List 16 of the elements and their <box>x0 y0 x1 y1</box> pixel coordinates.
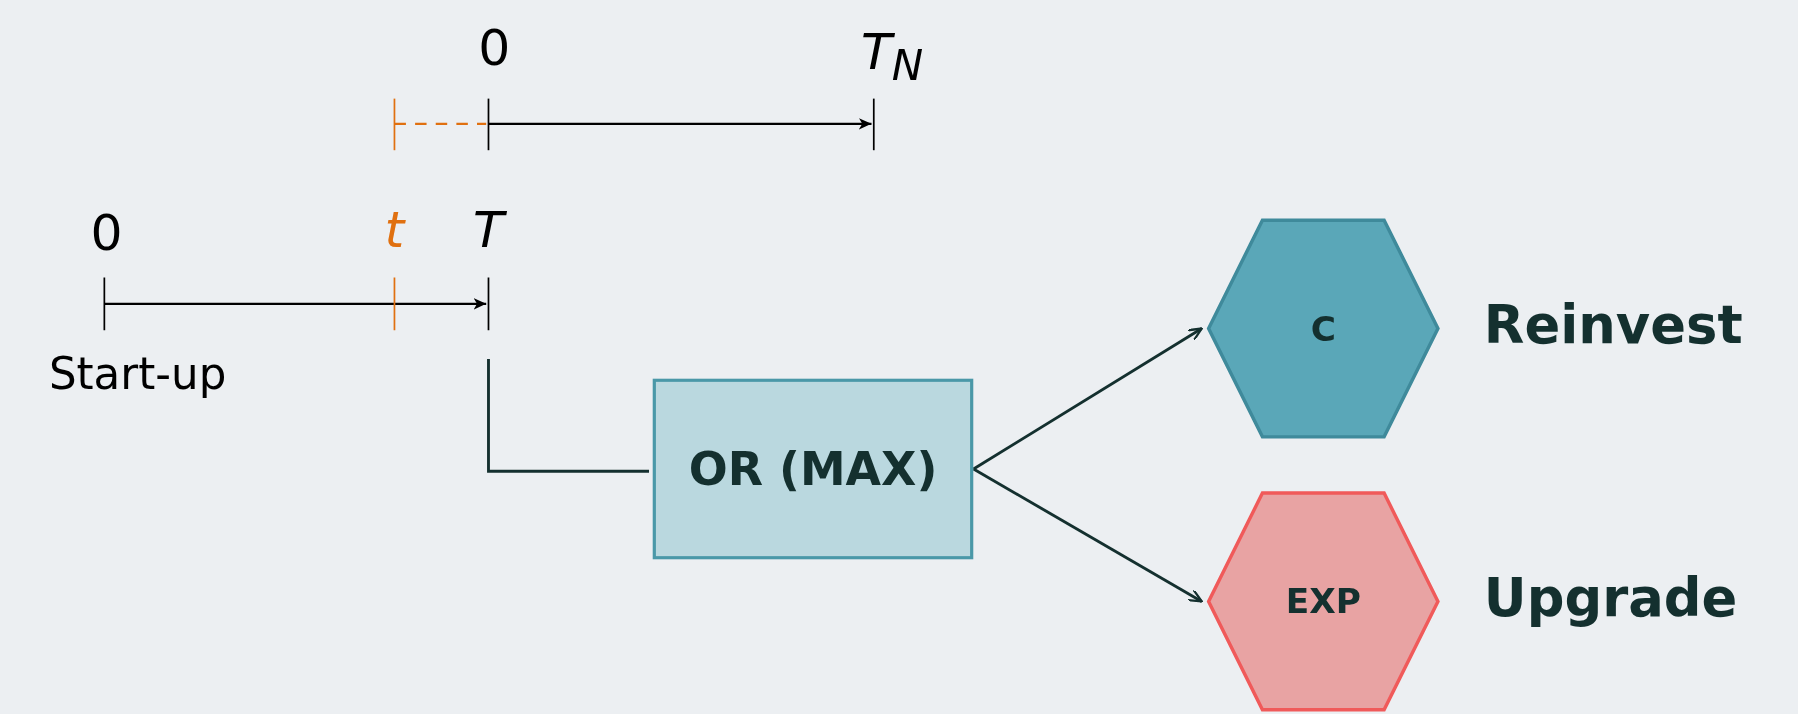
node-label: OR (MAX) <box>688 442 938 496</box>
node-label: C <box>1310 308 1336 349</box>
hexagon-node <box>1206 490 1441 713</box>
time-label: 0 <box>90 207 123 258</box>
arrow <box>972 467 1203 603</box>
time-label: T$_{N}$ <box>861 26 924 88</box>
node-label: EXP <box>1285 581 1361 622</box>
outcome-label: Reinvest <box>1483 293 1743 355</box>
phase-label: Start-up <box>48 352 227 396</box>
hexagon-node <box>1206 217 1441 440</box>
process-box <box>652 378 974 560</box>
time-label: t <box>384 204 405 255</box>
connector-line <box>487 358 649 473</box>
time-label: 0 <box>478 22 511 74</box>
outcome-label: Upgrade <box>1483 565 1738 628</box>
arrow <box>972 327 1203 471</box>
